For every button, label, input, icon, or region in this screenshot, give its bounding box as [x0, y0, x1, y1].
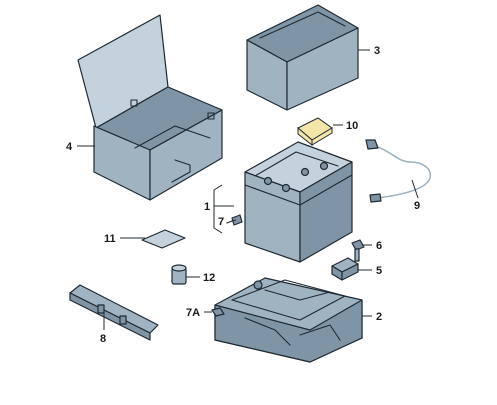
- part-8-bracket: [69, 284, 159, 341]
- part-7a-nut: [211, 307, 225, 317]
- terminal-post-icon: [300, 167, 310, 177]
- terminal-post-icon: [281, 183, 291, 193]
- callout-4: 4: [66, 141, 73, 153]
- terminal-post-icon: [319, 161, 329, 171]
- callout-2: 2: [376, 311, 382, 323]
- part-12-cap: [171, 264, 187, 285]
- callout-1: 1: [204, 201, 210, 213]
- part-9-ground-cable: [365, 139, 432, 203]
- callout-9: 9: [414, 200, 420, 212]
- part-5-hold-down-clamp: [331, 257, 359, 281]
- part-10-terminal-cap: [297, 117, 333, 147]
- terminal-post-icon: [263, 176, 273, 186]
- part-6-clamp-bolt: [351, 239, 365, 262]
- callout-3: 3: [374, 45, 380, 57]
- part-11-pad: [141, 229, 186, 249]
- part-1-battery: [244, 141, 353, 263]
- callout-12: 12: [203, 272, 215, 284]
- callout-6: 6: [376, 240, 382, 252]
- callout-7a: 7A: [186, 307, 200, 319]
- part-7-bolt: [226, 214, 243, 226]
- callout-5: 5: [376, 265, 382, 277]
- callout-8: 8: [100, 333, 106, 345]
- part-4-battery-cover-box: [77, 14, 223, 201]
- callout-11: 11: [104, 233, 116, 245]
- callout-10: 10: [346, 120, 358, 132]
- part-3-insulation-sleeve: [246, 4, 359, 111]
- callout-7: 7: [218, 216, 224, 228]
- part-2-battery-tray: [214, 277, 363, 363]
